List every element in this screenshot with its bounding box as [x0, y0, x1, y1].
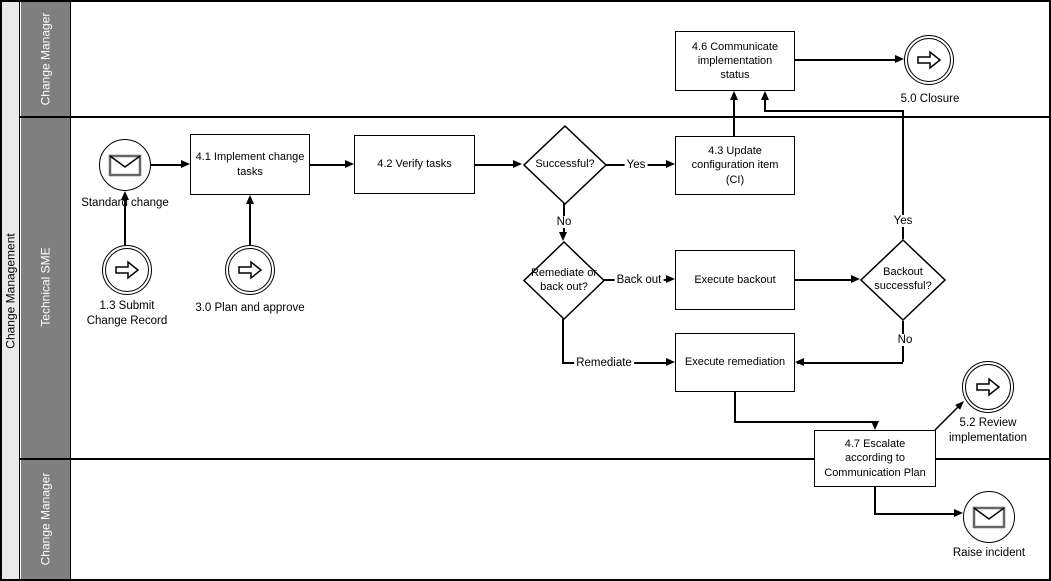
arrowhead	[121, 191, 129, 200]
flow-label-yes: Yes	[624, 159, 648, 171]
gateway-label: Remediate or back out?	[530, 266, 598, 293]
flow-segment	[764, 110, 903, 112]
flow-segment	[562, 319, 564, 363]
lane-header-change-manager-top: Change Manager	[21, 2, 71, 116]
envelope-icon	[108, 154, 142, 176]
arrowhead	[246, 195, 254, 204]
flow-segment	[124, 200, 126, 245]
event-label-standard-change: Standard change	[81, 197, 169, 209]
flow-label-remediate: Remediate	[574, 357, 634, 369]
flow-segment	[475, 164, 513, 166]
link-arrow-icon	[238, 260, 263, 280]
arrowhead	[513, 160, 522, 168]
event-raise-incident	[963, 491, 1015, 543]
flow-segment	[874, 487, 876, 514]
gateway-remediate-or-back-out: Remediate or back out?	[523, 241, 605, 320]
flow-segment	[795, 59, 895, 61]
arrowhead	[851, 275, 860, 283]
lane-label: Change Manager	[38, 12, 53, 106]
arrowhead	[345, 160, 354, 168]
diamond-shape	[860, 239, 946, 321]
event-closure	[904, 35, 954, 85]
lane-header-change-manager-bottom: Change Manager	[21, 458, 71, 579]
event-submit-change-record	[102, 245, 152, 295]
flow-arrow-diagonal	[934, 401, 964, 431]
flow-segment	[734, 421, 876, 423]
event-label-raise-incident: Raise incident	[952, 547, 1026, 559]
flow-label-no: No	[895, 334, 915, 346]
arrowhead	[795, 358, 804, 366]
lane-header-technical-sme: Technical SME	[21, 116, 71, 458]
task-execute-remediation: Execute remediation	[675, 333, 795, 392]
gateway-backout-successful: Backout successful?	[860, 239, 946, 321]
pool-header: Change Management	[2, 2, 20, 579]
flow-segment	[764, 100, 766, 110]
arrowhead	[871, 421, 879, 430]
flow-segment	[797, 362, 903, 364]
link-arrow-icon	[115, 260, 140, 280]
event-review-implementation	[962, 361, 1014, 413]
arrowhead	[730, 91, 738, 100]
flow-segment	[310, 164, 345, 166]
flow-segment	[733, 100, 735, 136]
flow-label-yes: Yes	[891, 215, 915, 227]
event-standard-change	[99, 139, 151, 191]
task-execute-backout: Execute backout	[675, 250, 795, 310]
arrowhead	[895, 55, 904, 63]
arrowhead	[761, 91, 769, 100]
arrowhead	[181, 160, 190, 168]
task-implement-change-tasks: 4.1 Implement change tasks	[190, 134, 310, 195]
arrowhead	[559, 232, 567, 241]
flow-label-no: No	[554, 216, 574, 228]
lane-label: Change Manager	[38, 472, 53, 565]
link-arrow-icon	[976, 377, 1001, 397]
lane-divider	[20, 458, 1049, 460]
event-label-plan-and-approve: 3.0 Plan and approve	[195, 302, 305, 314]
flow-segment	[874, 513, 954, 515]
task-update-configuration-item: 4.3 Update configuration item (CI)	[675, 136, 795, 195]
arrowhead	[954, 509, 963, 517]
task-communicate-implementation-status: 4.6 Communicate implementation status	[675, 31, 795, 91]
link-arrow-icon	[917, 50, 942, 70]
arrowhead	[666, 275, 675, 283]
event-label-submit-change-record: 1.3 Submit Change Record	[86, 300, 168, 327]
lane-divider	[20, 116, 1049, 118]
task-escalate-communication-plan: 4.7 Escalate according to Communication …	[814, 430, 936, 487]
gateway-successful: Successful?	[523, 125, 607, 205]
flow-label-back-out: Back out	[614, 274, 664, 286]
flow-segment	[249, 204, 251, 245]
pool-label: Change Management	[3, 232, 18, 349]
event-plan-and-approve	[225, 245, 275, 295]
envelope-icon	[972, 506, 1006, 528]
flow-segment	[902, 110, 904, 239]
arrowhead	[666, 358, 675, 366]
flow-segment	[151, 164, 181, 166]
flow-segment	[795, 279, 851, 281]
flow-segment	[734, 392, 736, 422]
event-label-closure: 5.0 Closure	[900, 93, 960, 105]
event-label-review-implementation: 5.2 Review implementation	[949, 417, 1027, 444]
diamond-shape	[523, 241, 605, 320]
arrowhead	[666, 160, 675, 168]
task-verify-tasks: 4.2 Verify tasks	[354, 135, 475, 194]
diamond-shape	[523, 125, 607, 205]
gateway-label: Backout successful?	[874, 266, 932, 292]
lane-label: Technical SME	[38, 247, 53, 327]
gateway-label: Successful?	[535, 158, 595, 171]
